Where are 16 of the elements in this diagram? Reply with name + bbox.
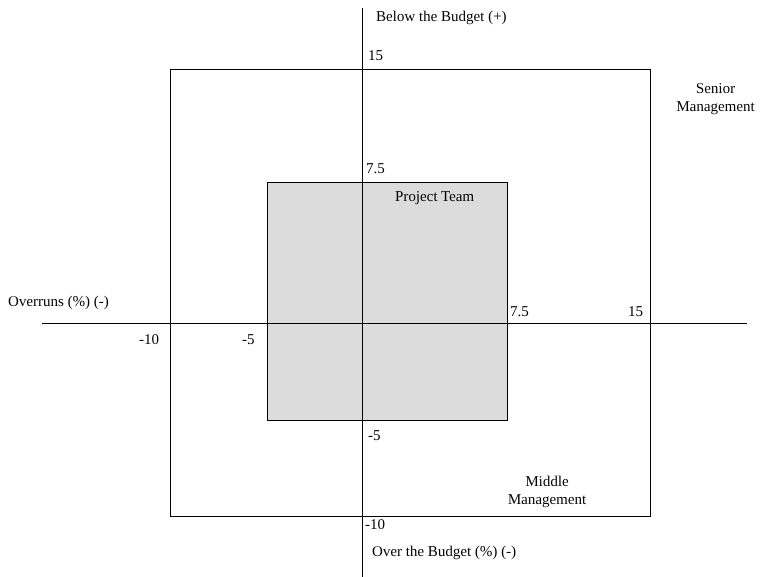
tick-label: -5 — [242, 331, 254, 349]
zone-label: Senior Management — [675, 80, 756, 116]
tick-label: -10 — [139, 331, 159, 349]
tick-label: 7.5 — [366, 160, 385, 178]
tick-label: -5 — [368, 427, 380, 445]
zone-label: Middle Management — [507, 473, 587, 509]
axis-title: Below the Budget (+) — [376, 8, 507, 26]
tick-label: 7.5 — [510, 303, 529, 321]
zone-label: Project Team — [395, 188, 474, 206]
axis-title: Over the Budget (%) (-) — [372, 543, 516, 561]
tolerance-zone-box-shaded — [267, 182, 508, 421]
tick-label: 15 — [368, 47, 383, 65]
tolerance-zone-box — [170, 69, 651, 517]
tick-label: -10 — [365, 516, 385, 534]
tick-label: 15 — [628, 303, 643, 321]
axis-title: Overruns (%) (-) — [8, 293, 109, 311]
